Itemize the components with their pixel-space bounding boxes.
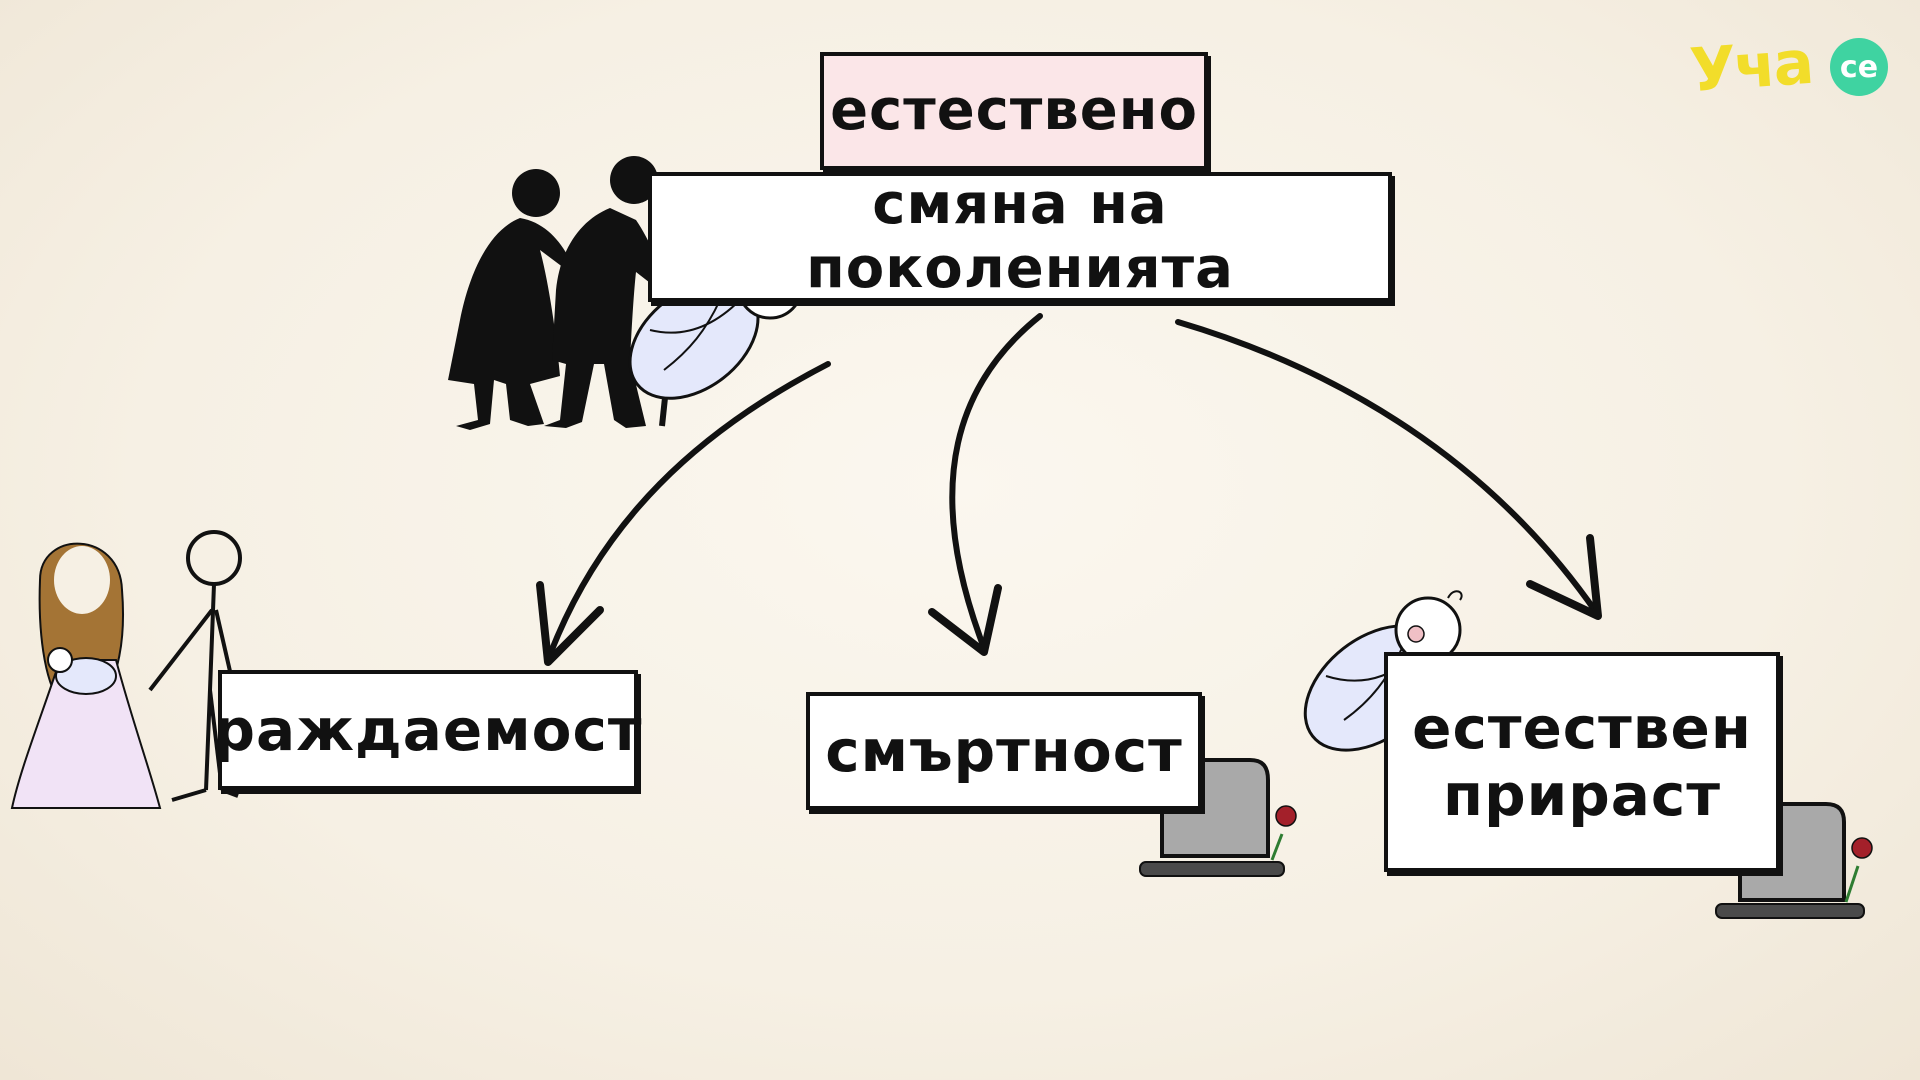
- natural-growth-label-line-2: прираст: [1443, 761, 1721, 829]
- brand-logo[interactable]: Уча се: [1687, 27, 1900, 110]
- logo-wordmark: Уча: [1687, 27, 1815, 107]
- top-label-box: естествено: [820, 52, 1208, 170]
- main-label: смяна на поколенията: [806, 171, 1234, 301]
- death-rate-label: смъртност: [825, 716, 1183, 785]
- arrow-to-growth: [1175, 319, 1602, 620]
- death-rate-box: смъртност: [806, 692, 1202, 810]
- arrow-to-birth: [536, 361, 831, 666]
- logo-badge: се: [1830, 38, 1888, 96]
- top-label: естествено: [830, 77, 1198, 143]
- family-icon: [10, 530, 242, 809]
- natural-growth-label-line-1: естествен: [1412, 694, 1752, 763]
- birth-rate-box: раждаемост: [214, 670, 641, 790]
- birth-rate-label: раждаемост: [213, 695, 643, 764]
- natural-growth-box: естествен прираст: [1384, 652, 1780, 872]
- main-label-box: смяна на поколенията: [648, 172, 1392, 302]
- arrow-to-death: [928, 313, 1043, 656]
